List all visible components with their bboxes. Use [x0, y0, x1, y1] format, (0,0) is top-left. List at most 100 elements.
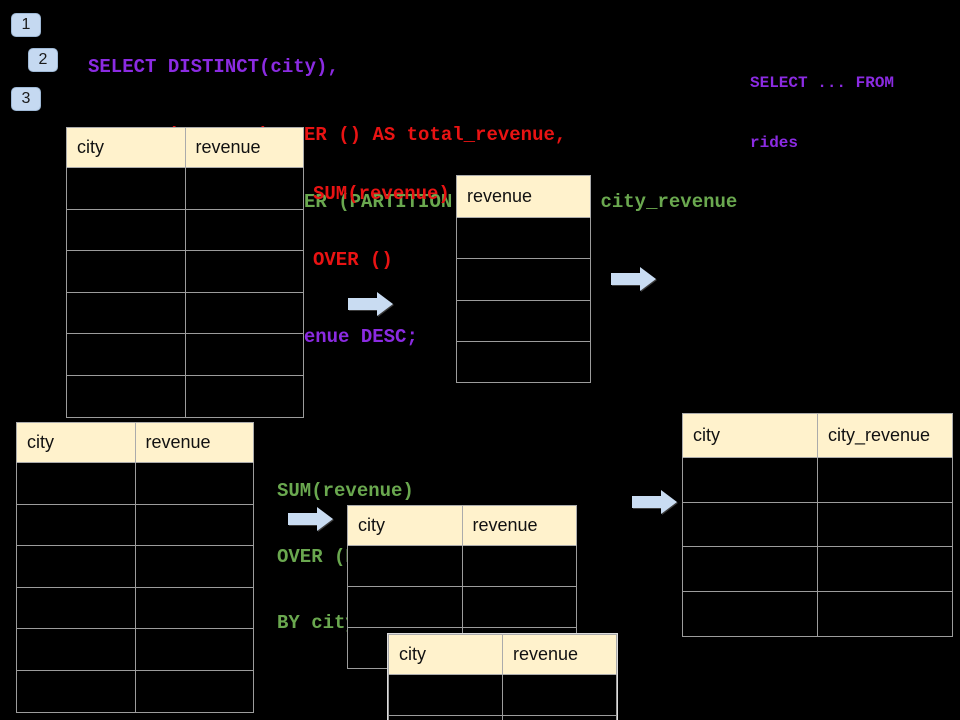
column-header-city: city: [388, 634, 503, 675]
label-partition-line-1: SUM(revenue): [277, 480, 414, 502]
side-note: SELECT ... FROM rides: [750, 33, 894, 193]
empty-cell: [66, 291, 186, 335]
empty-cell: [817, 591, 953, 637]
empty-cell: [461, 545, 577, 587]
column-header-city_revenue: city_revenue: [817, 413, 953, 458]
table-row: [16, 545, 254, 588]
table-row: [456, 258, 591, 301]
column-header-revenue: revenue: [461, 505, 577, 546]
empty-cell: [66, 167, 186, 210]
empty-cell: [16, 545, 136, 588]
table-row: [16, 503, 254, 547]
arrow-right-icon: [611, 266, 657, 292]
empty-cell: [456, 258, 591, 301]
table-row: [456, 216, 591, 260]
empty-cell: [502, 715, 617, 720]
empty-cell: [66, 374, 186, 418]
arrow-right-icon: [632, 489, 678, 515]
table-row: [66, 167, 304, 210]
empty-cell: [16, 669, 136, 713]
empty-cell: [682, 546, 818, 593]
code-line-select: SELECT DISTINCT(city),: [88, 56, 339, 78]
empty-cell: [16, 503, 136, 547]
column-header-revenue: revenue: [456, 175, 591, 218]
table-row: [66, 374, 304, 418]
empty-cell: [461, 586, 577, 628]
empty-cell: [682, 457, 818, 503]
empty-cell: [388, 715, 503, 720]
table-row: [347, 545, 577, 587]
table-row: [66, 250, 304, 293]
empty-cell: [456, 340, 591, 384]
step-badge-3: 3: [11, 87, 41, 111]
table-row: [66, 333, 304, 376]
table-row: [388, 715, 617, 720]
empty-cell: [134, 462, 254, 505]
empty-cell: [347, 545, 463, 587]
table-total-revenue: revenue: [456, 175, 591, 384]
empty-cell: [347, 586, 463, 628]
empty-cell: [682, 501, 818, 548]
table-row: [682, 457, 953, 503]
table-row: [16, 586, 254, 630]
arrow-right-icon: [288, 506, 334, 532]
table-row: [66, 208, 304, 252]
empty-cell: [817, 546, 953, 593]
column-header-city: city: [16, 422, 136, 463]
table-row: [456, 340, 591, 384]
table-row: [347, 586, 577, 628]
empty-cell: [16, 586, 136, 630]
header-row: revenue: [456, 175, 591, 218]
column-header-revenue: revenue: [184, 127, 304, 168]
empty-cell: [134, 545, 254, 588]
empty-cell: [134, 586, 254, 630]
empty-cell: [817, 501, 953, 548]
table-row: [456, 299, 591, 342]
column-header-revenue: revenue: [134, 422, 254, 463]
column-header-revenue: revenue: [502, 634, 617, 675]
empty-cell: [66, 250, 186, 293]
label-total-revenue: SUM(revenue) OVER (): [313, 139, 450, 315]
empty-cell: [184, 374, 304, 418]
table-row: [682, 501, 953, 548]
empty-cell: [134, 669, 254, 713]
table-row: [16, 669, 254, 713]
label-total-line-1: SUM(revenue): [313, 183, 450, 205]
empty-cell: [817, 457, 953, 503]
column-header-city: city: [347, 505, 463, 546]
step-badge-2-label: 2: [38, 51, 48, 68]
side-note-line-1: SELECT ... FROM: [750, 74, 895, 92]
table-row: [388, 674, 617, 716]
empty-cell: [456, 216, 591, 260]
empty-cell: [184, 250, 304, 293]
empty-cell: [16, 462, 136, 505]
table-row: [66, 291, 304, 335]
empty-cell: [134, 628, 254, 671]
step-badge-1-label: 1: [21, 16, 31, 33]
arrow-right-icon: [348, 291, 394, 317]
empty-cell: [66, 208, 186, 252]
step-badge-1: 1: [11, 13, 41, 37]
table-row: [682, 546, 953, 593]
empty-cell: [456, 299, 591, 342]
step-badge-2: 2: [28, 48, 58, 72]
empty-cell: [184, 291, 304, 335]
table-row: [16, 628, 254, 671]
empty-cell: [66, 333, 186, 376]
empty-cell: [184, 167, 304, 210]
table-row: [682, 591, 953, 637]
empty-cell: [502, 674, 617, 716]
empty-cell: [388, 674, 503, 716]
label-total-line-2: OVER (): [313, 249, 393, 271]
empty-cell: [134, 503, 254, 547]
empty-cell: [16, 628, 136, 671]
